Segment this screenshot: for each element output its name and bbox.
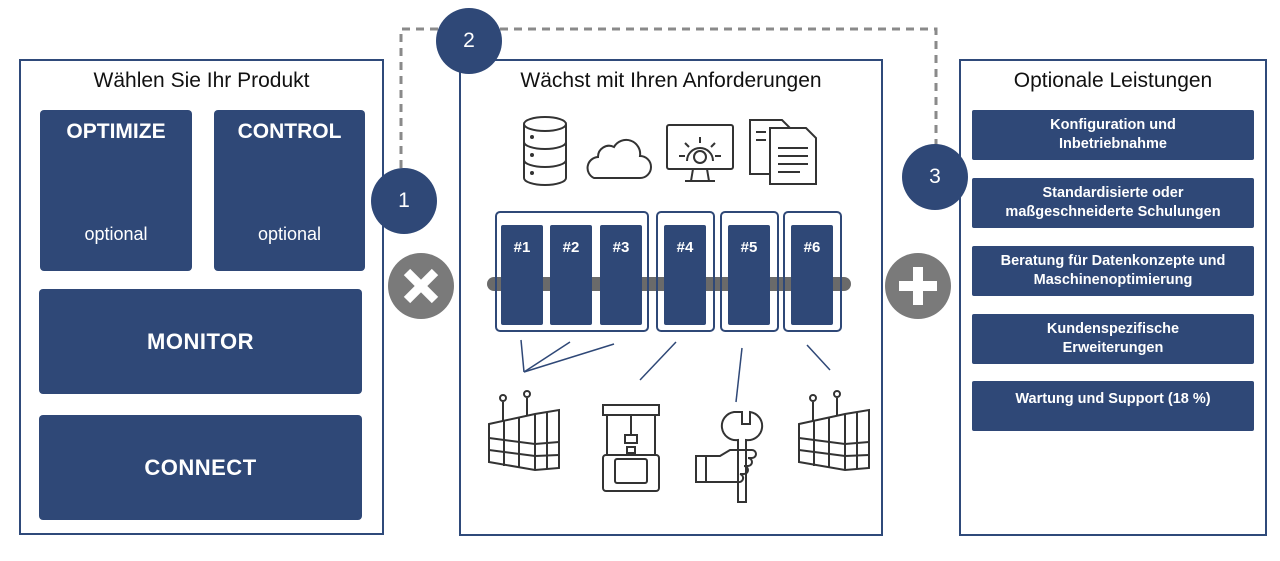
service-line: Maschinenoptimierung <box>1033 272 1193 288</box>
step-2-marker: 2 <box>436 8 502 74</box>
control-optional: optional <box>257 224 322 244</box>
product-panel-title: Wählen Sie Ihr Produkt <box>93 69 310 92</box>
factory-icon <box>798 390 870 472</box>
plus-icon <box>885 253 951 319</box>
service-line: Beratung für Datenkonzepte und <box>1000 253 1226 269</box>
module-frame-b <box>656 211 715 332</box>
service-maintenance: Wartung und Support (18 %) <box>972 381 1254 431</box>
services-panel-title: Optionale Leistungen <box>1013 69 1213 92</box>
module-frame-c <box>720 211 779 332</box>
service-line: Inbetriebnahme <box>1059 136 1167 152</box>
module-4: #4 <box>664 225 706 325</box>
control-block: CONTROL optional <box>214 110 365 271</box>
optimize-label: OPTIMIZE <box>66 120 166 143</box>
service-line: Standardisierte oder <box>1042 185 1184 201</box>
machine-icon <box>602 404 660 492</box>
monitor-block: MONITOR <box>39 289 362 394</box>
multiply-icon <box>388 253 454 319</box>
module-frame-a <box>495 211 649 332</box>
service-line: Erweiterungen <box>1062 340 1164 356</box>
module-6: #6 <box>791 225 833 325</box>
module-1: #1 <box>501 225 543 325</box>
service-line: maßgeschneiderte Schulungen <box>1005 204 1221 220</box>
module-5: #5 <box>728 225 770 325</box>
module-3: #3 <box>600 225 642 325</box>
service-configuration: Konfiguration und Inbetriebnahme <box>972 110 1254 160</box>
optimize-block: OPTIMIZE optional <box>40 110 192 271</box>
service-line: Kundenspezifische <box>1046 321 1180 337</box>
service-line: Wartung und Support (18 %) <box>1015 391 1211 407</box>
growth-panel-title: Wächst mit Ihren Anforderungen <box>520 69 822 92</box>
control-label: CONTROL <box>237 120 342 143</box>
service-line: Konfiguration und <box>1050 117 1176 133</box>
optimize-optional: optional <box>84 224 148 244</box>
monitor-gear-icon <box>666 124 734 182</box>
cloud-icon <box>586 138 652 179</box>
service-extensions: Kundenspezifische Erweiterungen <box>972 314 1254 364</box>
module-frame-d <box>783 211 842 332</box>
factory-icon <box>488 390 560 472</box>
service-consulting: Beratung für Datenkonzepte und Maschinen… <box>972 246 1254 296</box>
step-3-marker: 3 <box>902 144 968 210</box>
module-2: #2 <box>550 225 592 325</box>
documents-icon <box>749 119 817 185</box>
database-icon <box>523 116 567 186</box>
hand-wrench-icon <box>695 410 764 503</box>
step-1-marker: 1 <box>371 168 437 234</box>
service-training: Standardisierte oder maßgeschneiderte Sc… <box>972 178 1254 228</box>
connect-block: CONNECT <box>39 415 362 520</box>
